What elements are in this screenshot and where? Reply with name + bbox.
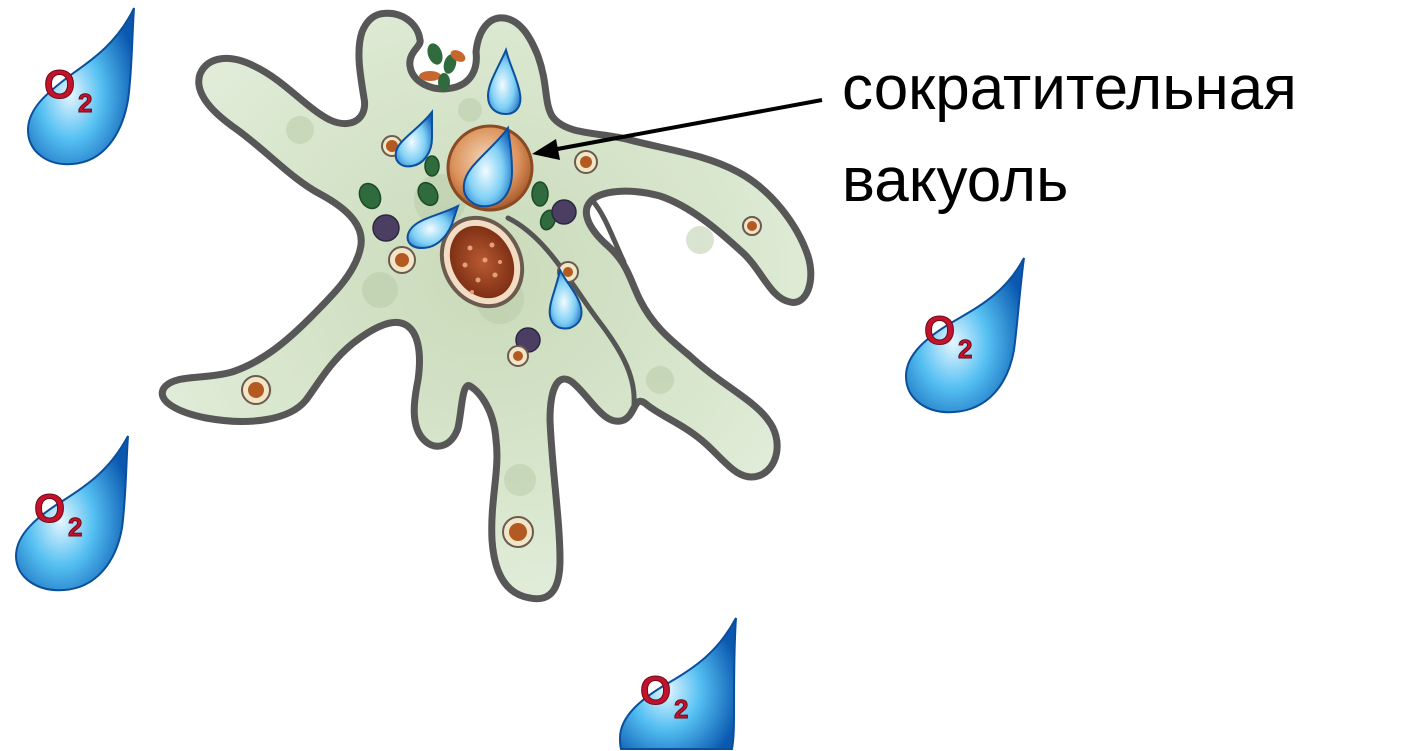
oxygen-droplet-bottom-left: O 2 xyxy=(16,436,128,590)
oxygen-symbol: O xyxy=(924,309,955,353)
label-contractile-line-1: сократительная xyxy=(842,58,1297,120)
amoeba xyxy=(162,13,811,598)
oxygen-droplet-bottom: O 2 xyxy=(620,618,736,749)
oxygen-symbol: O xyxy=(640,669,671,713)
oxygen-droplet-top-left: O 2 xyxy=(28,8,134,164)
oxygen-symbol: O xyxy=(34,487,65,531)
label-contractile-line-2: вакуоль xyxy=(842,150,1068,212)
oxygen-subscript: 2 xyxy=(674,694,688,724)
oxygen-symbol: O xyxy=(44,63,75,107)
oxygen-droplet-right: O 2 xyxy=(906,258,1024,412)
oxygen-subscript: 2 xyxy=(958,334,972,364)
oxygen-subscript: 2 xyxy=(68,512,82,542)
oxygen-subscript: 2 xyxy=(78,88,92,118)
